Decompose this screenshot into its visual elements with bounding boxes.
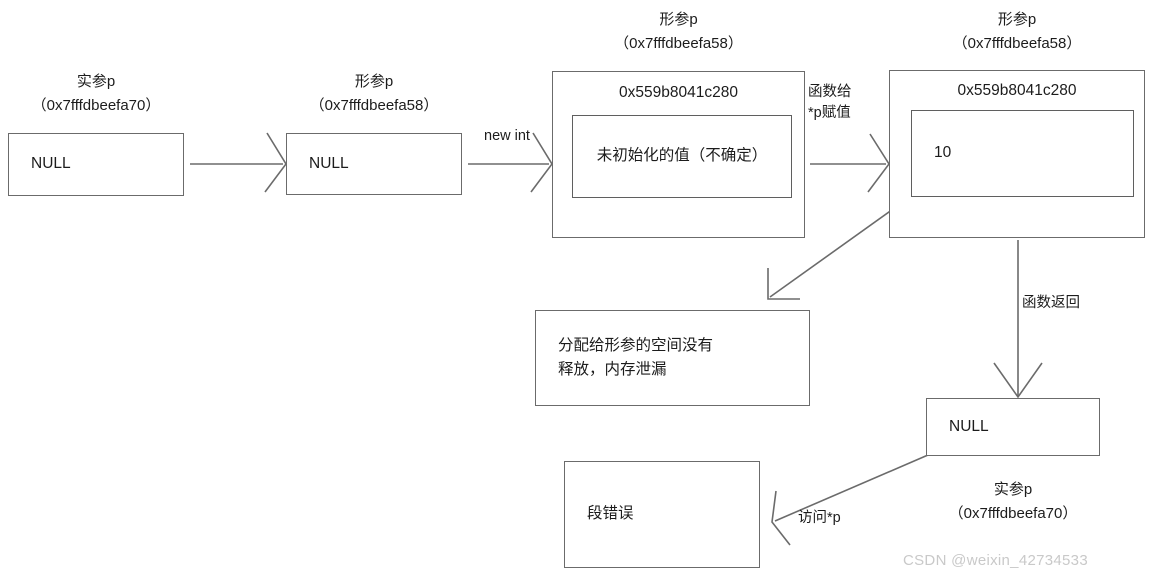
caption-address: （0x7fffdbeefa58） xyxy=(952,35,1082,52)
segmentation-fault-text: 段错误 xyxy=(587,505,634,523)
caption-actual-param-end: 实参p （0x7fffdbeefa70） xyxy=(926,478,1100,526)
node-value: NULL xyxy=(309,154,349,172)
arrow-access-head xyxy=(771,490,791,546)
edge-label-new-int: new int xyxy=(484,128,530,144)
caption-name: 形参p xyxy=(659,11,698,28)
heap-cell-value: 10 xyxy=(934,144,952,162)
caption-address: （0x7fffdbeefa70） xyxy=(948,505,1078,522)
heap-address-alloc: 0x559b8041c280 xyxy=(619,84,738,101)
node-heap-cell-assigned[interactable]: 10 xyxy=(911,110,1134,197)
edge-label-function-return: 函数返回 xyxy=(1022,295,1080,311)
caption-formal-param-alloc: 形参p （0x7fffdbeefa58） xyxy=(552,8,805,56)
edge-label-access-star-p: 访问*p xyxy=(798,510,841,526)
node-formal-param-null[interactable]: NULL xyxy=(286,133,462,195)
caption-actual-param-start: 实参p （0x7fffdbeefa70） xyxy=(8,70,184,118)
heap-address-assigned: 0x559b8041c280 xyxy=(957,82,1077,99)
arrow-leak-head xyxy=(767,268,800,300)
caption-name: 实参p xyxy=(993,481,1033,498)
caption-address: （0x7fffdbeefa58） xyxy=(614,35,743,52)
caption-name: 形参p xyxy=(354,73,394,90)
caption-name: 实参p xyxy=(76,73,116,90)
arrow-assign-head xyxy=(867,133,890,193)
caption-address: （0x7fffdbeefa58） xyxy=(309,97,439,114)
caption-formal-param-null: 形参p （0x7fffdbeefa58） xyxy=(286,70,462,118)
node-heap-cell-alloc[interactable]: 未初始化的值（不确定） xyxy=(572,115,792,198)
arrow-return-head xyxy=(993,362,1043,399)
node-actual-param-end[interactable]: NULL xyxy=(926,398,1100,456)
csdn-watermark: CSDN @weixin_42734533 xyxy=(903,552,1088,569)
node-segmentation-fault[interactable]: 段错误 xyxy=(564,461,760,568)
heap-cell-value: 未初始化的值（不确定） xyxy=(596,147,768,165)
arrow-actual-to-formal-head xyxy=(264,132,287,193)
node-value: NULL xyxy=(949,417,989,435)
node-actual-param-start[interactable]: NULL xyxy=(8,133,184,196)
arrow-new-int-head xyxy=(530,132,553,193)
caption-address: （0x7fffdbeefa70） xyxy=(31,97,161,114)
memory-leak-text: 分配给形参的空间没有 释放，内存泄漏 xyxy=(558,336,714,378)
node-value: NULL xyxy=(31,155,71,173)
node-memory-leak[interactable]: 分配给形参的空间没有 释放，内存泄漏 xyxy=(535,310,810,406)
caption-name: 形参p xyxy=(997,11,1037,28)
caption-formal-param-assigned: 形参p （0x7fffdbeefa58） xyxy=(889,8,1145,56)
edge-label-assign-star-p: 函数给 *p赋值 xyxy=(808,84,852,122)
